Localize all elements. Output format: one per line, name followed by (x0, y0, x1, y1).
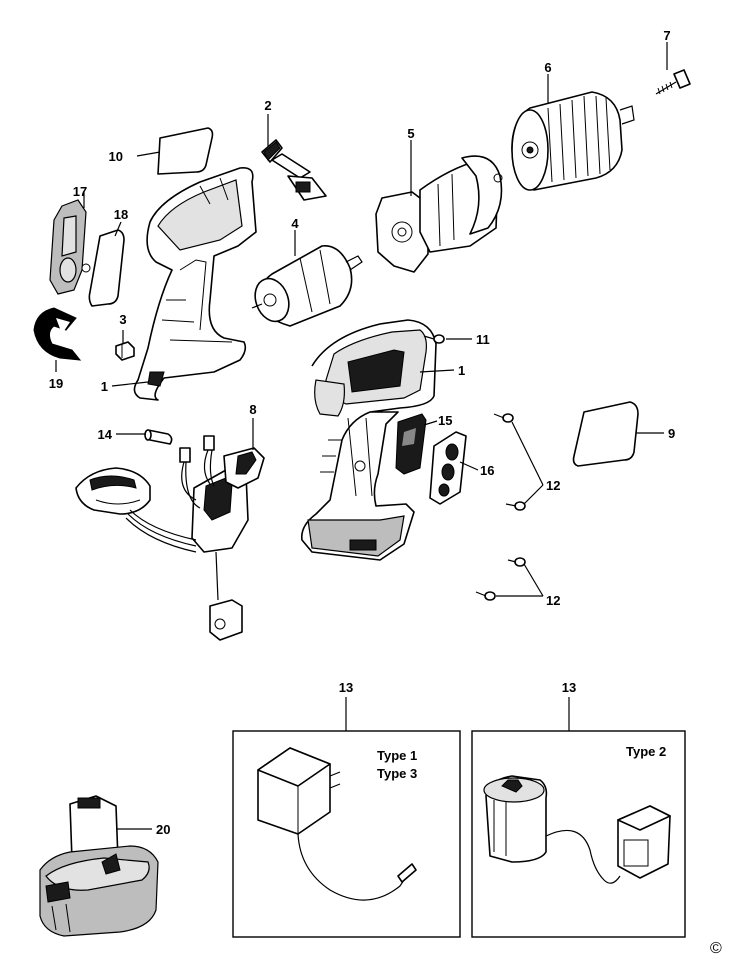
part-16-button-panel (429, 431, 467, 505)
callout-12-lower: 12 (546, 593, 560, 608)
box-captions: Type 1 Type 3 Type 2 (377, 744, 666, 781)
part-18-thin-plate (88, 229, 125, 307)
callout-20: 20 (156, 822, 170, 837)
callout-8: 8 (249, 402, 256, 417)
callout-6: 6 (544, 60, 551, 75)
part-17-trim-panel (49, 199, 91, 295)
callout-13-left: 13 (339, 680, 353, 695)
callout-9: 9 (668, 426, 675, 441)
callout-7: 7 (663, 28, 670, 43)
callout-2: 2 (264, 98, 271, 113)
callout-18: 18 (114, 207, 128, 222)
callout-10: 10 (109, 149, 123, 164)
housing-left-half (133, 166, 257, 401)
part-2-switch (261, 139, 327, 201)
callout-12-upper: 12 (546, 478, 560, 493)
callout-16: 16 (480, 463, 494, 478)
part-7-screw (655, 69, 691, 95)
part-6-chuck (511, 91, 635, 191)
part-9-label-sheet (572, 401, 639, 467)
charger-box-type-1-3 (232, 730, 461, 938)
type-label-1: Type 1 (377, 748, 417, 763)
part-12-screws-upper (493, 413, 526, 511)
charger-box-type-2 (471, 730, 686, 938)
part-8-switch-assembly (75, 435, 265, 641)
callout-1-left: 1 (101, 379, 108, 394)
part-14-pin (144, 429, 173, 445)
callout-11: 11 (476, 332, 490, 347)
copyright-mark: © (710, 940, 722, 957)
callout-15: 15 (438, 413, 452, 428)
part-3-small-block (115, 341, 135, 361)
callout-13-right: 13 (562, 680, 576, 695)
part-5-gearbox (375, 155, 503, 273)
leader-lines (55, 42, 668, 830)
callout-labels: 10 2 17 18 3 19 1 4 5 6 7 11 1 8 9 14 15… (49, 28, 675, 837)
callout-17: 17 (73, 184, 87, 199)
part-12-screws-lower (475, 557, 526, 601)
part-10-label-plate (157, 127, 214, 175)
callout-4: 4 (291, 216, 299, 231)
type-label-3: Type 3 (377, 766, 417, 781)
callout-14: 14 (98, 427, 113, 442)
part-1-assembled-drill (300, 319, 437, 561)
part-20-battery (39, 795, 159, 937)
callout-3: 3 (119, 312, 126, 327)
part-15-side-panel (395, 413, 427, 475)
part-11-screw (423, 334, 445, 344)
callout-19: 19 (49, 376, 63, 391)
callout-1-right: 1 (458, 363, 465, 378)
callout-5: 5 (407, 126, 414, 141)
part-19-belt-clip (33, 307, 82, 361)
part-4-motor (251, 245, 363, 327)
type-label-2: Type 2 (626, 744, 666, 759)
